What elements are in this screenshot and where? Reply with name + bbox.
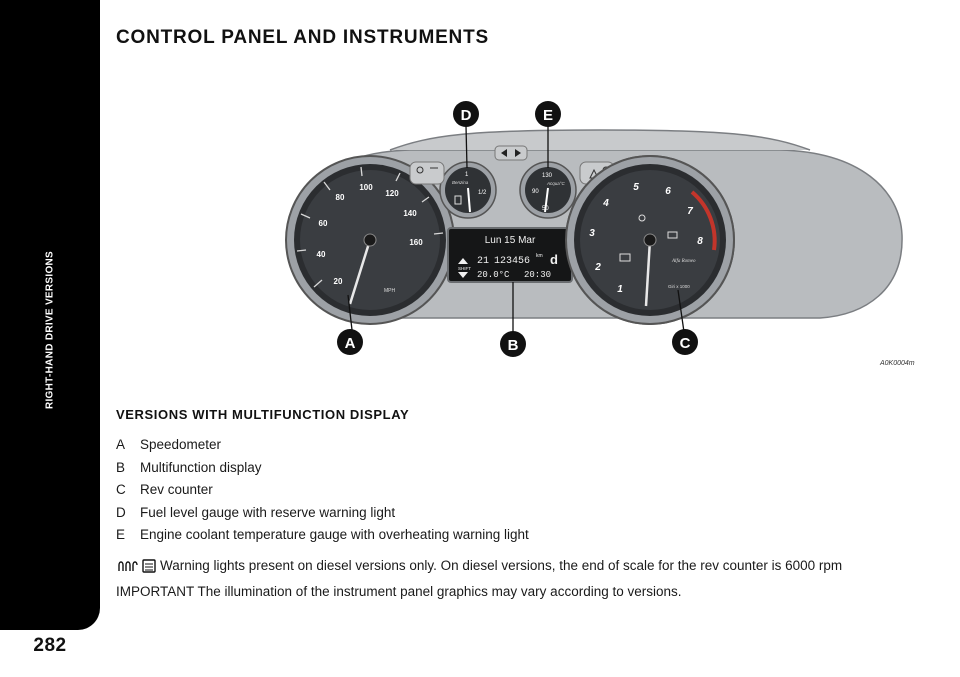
shift-label: SHIFT bbox=[458, 266, 471, 271]
callout-c bbox=[672, 329, 698, 355]
svg-text:B: B bbox=[508, 337, 519, 354]
seatbelt-icon bbox=[638, 214, 646, 222]
speed-needle bbox=[348, 239, 372, 305]
headlight-icon bbox=[416, 166, 424, 174]
section-subtitle: VERSIONS WITH MULTIFUNCTION DISPLAY bbox=[116, 407, 410, 422]
speed-tick: 140 bbox=[403, 209, 417, 218]
display-odometer: 123456 bbox=[494, 256, 530, 267]
speed-tick: 80 bbox=[336, 193, 345, 202]
rev-tick: 5 bbox=[633, 182, 639, 193]
fuel-mark: 1 bbox=[465, 172, 469, 178]
display-clock: 20:30 bbox=[524, 270, 551, 280]
left-arrow-icon bbox=[501, 149, 507, 157]
rev-tick: 6 bbox=[665, 186, 671, 197]
fuel-label: Benzina bbox=[452, 180, 469, 185]
rev-needle bbox=[644, 239, 652, 307]
rev-counter-dial-main: 1 2 3 4 5 6 7 8 Giri x 1000 Alfa Romeo bbox=[565, 155, 735, 325]
callout-e bbox=[535, 101, 561, 127]
rev-tick: 1 bbox=[617, 284, 623, 295]
speed-unit: MPH bbox=[384, 288, 396, 294]
right-arrow-icon bbox=[515, 149, 521, 157]
rev-tick: 7 bbox=[687, 206, 693, 217]
callout-b bbox=[500, 331, 526, 357]
svg-text:E: E bbox=[543, 107, 553, 124]
odometer-unit: km bbox=[536, 253, 543, 259]
fuel-gauge: Benzina 1 1/2 bbox=[439, 161, 497, 219]
glow-plug-icon bbox=[116, 559, 138, 573]
speed-tick: 60 bbox=[319, 219, 328, 228]
fuel-pump-icon bbox=[454, 195, 462, 205]
speed-tick: 100 bbox=[359, 183, 373, 192]
callout-a bbox=[337, 329, 363, 355]
rev-tick: 3 bbox=[589, 228, 595, 239]
rev-unit: Giri x 1000 bbox=[668, 284, 690, 289]
trip-prefix: 21 bbox=[477, 256, 489, 267]
rev-tick: 2 bbox=[594, 262, 601, 273]
note-text: Warning lights present on diesel version… bbox=[160, 558, 843, 573]
page-title: CONTROL PANEL AND INSTRUMENTS bbox=[116, 27, 489, 48]
rev-tick: 8 bbox=[697, 236, 703, 247]
temp-mark: 90 bbox=[532, 189, 539, 195]
shift-up-icon bbox=[458, 258, 468, 264]
speed-tick: 40 bbox=[317, 250, 326, 259]
sidebar: RIGHT-HAND DRIVE VERSIONS bbox=[0, 0, 100, 630]
sidebar-label: RIGHT-HAND DRIVE VERSIONS bbox=[44, 250, 56, 410]
shift-down-icon bbox=[458, 272, 468, 278]
instrument-panel-figure: 20 40 60 80 100 120 140 160 MPH bbox=[285, 101, 903, 357]
engine-check-icon bbox=[619, 253, 631, 262]
figure-code: A0K0004m bbox=[880, 360, 915, 367]
temp-mark: 130 bbox=[542, 173, 553, 179]
gear-letter: d bbox=[550, 252, 558, 267]
callout-d bbox=[453, 101, 479, 127]
svg-text:D: D bbox=[461, 107, 472, 124]
multifunction-display: Lun 15 Mar SHIFT 21 123456 km d 20.0°C 2… bbox=[447, 227, 573, 283]
speed-tick: 160 bbox=[409, 238, 423, 247]
warning-lights-left bbox=[409, 161, 445, 185]
display-date: Lun 15 Mar bbox=[485, 235, 536, 246]
battery-icon bbox=[667, 231, 678, 239]
temp-label: Acqua°C bbox=[546, 181, 566, 186]
speed-tick: 20 bbox=[334, 277, 343, 286]
diesel-note: Warning lights present on diesel version… bbox=[116, 558, 842, 573]
outside-temp: 20.0°C bbox=[477, 270, 510, 280]
brand-logo: Alfa Romeo bbox=[671, 259, 696, 264]
diesel-filter-icon bbox=[142, 558, 156, 573]
svg-text:C: C bbox=[680, 335, 691, 352]
speed-tick: 120 bbox=[385, 189, 399, 198]
indicator-arrows bbox=[494, 145, 528, 161]
rev-tick: 4 bbox=[602, 198, 609, 209]
speedometer: 20 40 60 80 100 120 140 160 MPH bbox=[285, 155, 455, 325]
svg-text:A: A bbox=[345, 335, 356, 352]
coolant-temperature-gauge: 130 Acqua°C 90 50 bbox=[519, 161, 577, 219]
fuel-mark: 1/2 bbox=[478, 190, 487, 196]
important-note: IMPORTANT The illumination of the instru… bbox=[116, 584, 682, 599]
page-number: 282 bbox=[33, 635, 67, 656]
